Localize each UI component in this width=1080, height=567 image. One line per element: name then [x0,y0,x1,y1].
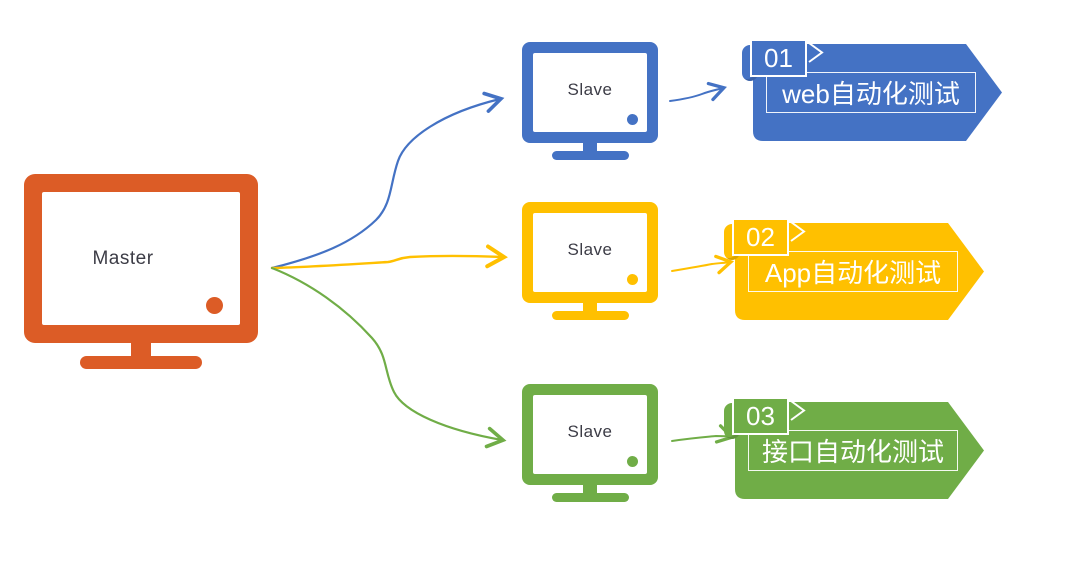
arrow-master-to-slave3 [270,266,507,449]
slave-label: Slave [567,239,613,259]
banner-title-box: web自动化测试 [766,72,976,113]
banner-title: 接口自动化测试 [761,437,944,467]
banner-number-badge: 01 [750,39,807,77]
banner-app-automation: 02 App自动化测试 [724,218,991,324]
banner-web-automation: 01 web自动化测试 [742,39,1009,145]
banner-title: web自动化测试 [782,79,960,109]
slave-node-2: Slave [522,202,662,322]
power-dot-icon [627,274,638,285]
banner-number-badge: 03 [732,397,789,435]
banner-title-box: 接口自动化测试 [748,430,958,471]
slave-node-3: Slave [522,384,662,504]
monitor-stand-base [80,356,202,369]
arrow-master-to-slave2 [270,244,508,270]
banner-number: 03 [746,400,775,431]
banner-api-automation: 03 接口自动化测试 [724,397,991,503]
banner-shape [735,402,984,499]
monitor-stand-neck [583,485,597,496]
monitor-stand-neck [583,303,597,314]
monitor-stand-base [552,151,629,160]
flag-chevron-icon [790,400,806,421]
monitor-stand-neck [583,143,597,154]
monitor-screen: Master [42,192,240,325]
arrow-slave2-to-banner2 [671,254,735,275]
banner-number-badge: 02 [732,218,789,256]
master-label: Master [92,247,154,269]
monitor-stand-base [552,311,629,320]
power-dot-icon [627,456,638,467]
banner-title: App自动化测试 [764,258,942,288]
banner-shape [735,223,984,320]
banner-number: 01 [764,42,793,73]
slave-label: Slave [567,421,613,441]
banner-shape [753,44,1002,141]
flag-chevron-icon [808,42,824,63]
power-dot-icon [206,297,223,314]
monitor-screen: Slave [533,395,647,474]
slave-label: Slave [567,79,613,99]
arrow-slave3-to-banner3 [671,424,736,444]
monitor-stand-neck [131,343,151,359]
slave-node-1: Slave [522,42,662,162]
banner-number: 02 [746,221,775,252]
power-dot-icon [627,114,638,125]
monitor-screen: Slave [533,213,647,292]
monitor-stand-base [552,493,629,502]
master-node: Master [24,174,258,374]
flag-chevron-icon [790,221,806,242]
arrow-master-to-slave1 [270,91,505,270]
monitor-screen: Slave [533,53,647,132]
arrow-slave1-to-banner1 [669,81,727,102]
banner-title-box: App自动化测试 [748,251,958,292]
